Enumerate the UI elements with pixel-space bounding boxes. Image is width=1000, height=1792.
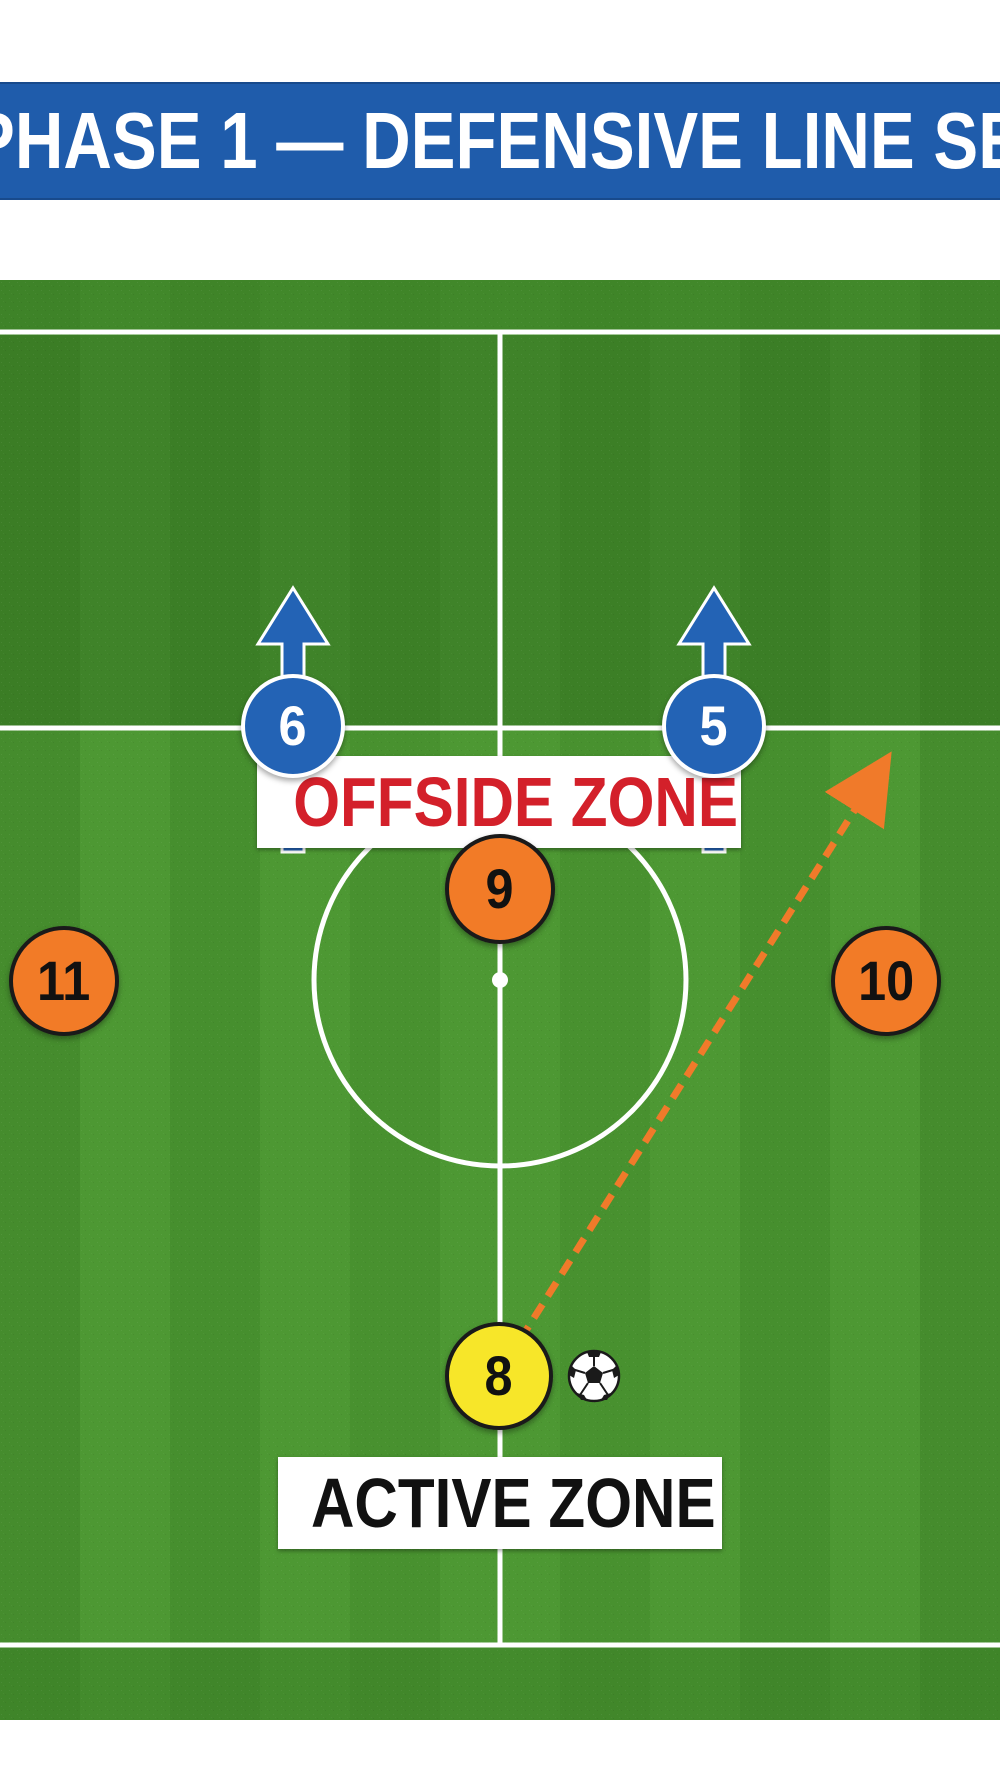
title-banner: PHASE 1 — DEFENSIVE LINE SETUP [0,82,1000,200]
offside-zone-label: OFFSIDE ZONE [257,756,741,848]
active-zone-label: ACTIVE ZONE [278,1457,722,1549]
ball-carrier-8: 8 [445,1322,553,1430]
soccer-ball-icon [567,1349,621,1403]
pass-arrow [517,751,892,1342]
attacker-10: 10 [831,926,941,1036]
attacker-11: 11 [9,926,119,1036]
pitch: OFFSIDE ZONE ACTIVE ZONE 6 5 9 11 10 8 [0,280,1000,1720]
defender-5: 5 [662,674,766,778]
attacker-9: 9 [445,834,555,944]
center-spot [492,972,508,988]
page-title: PHASE 1 — DEFENSIVE LINE SETUP [0,96,1000,185]
defender-6: 6 [241,674,345,778]
